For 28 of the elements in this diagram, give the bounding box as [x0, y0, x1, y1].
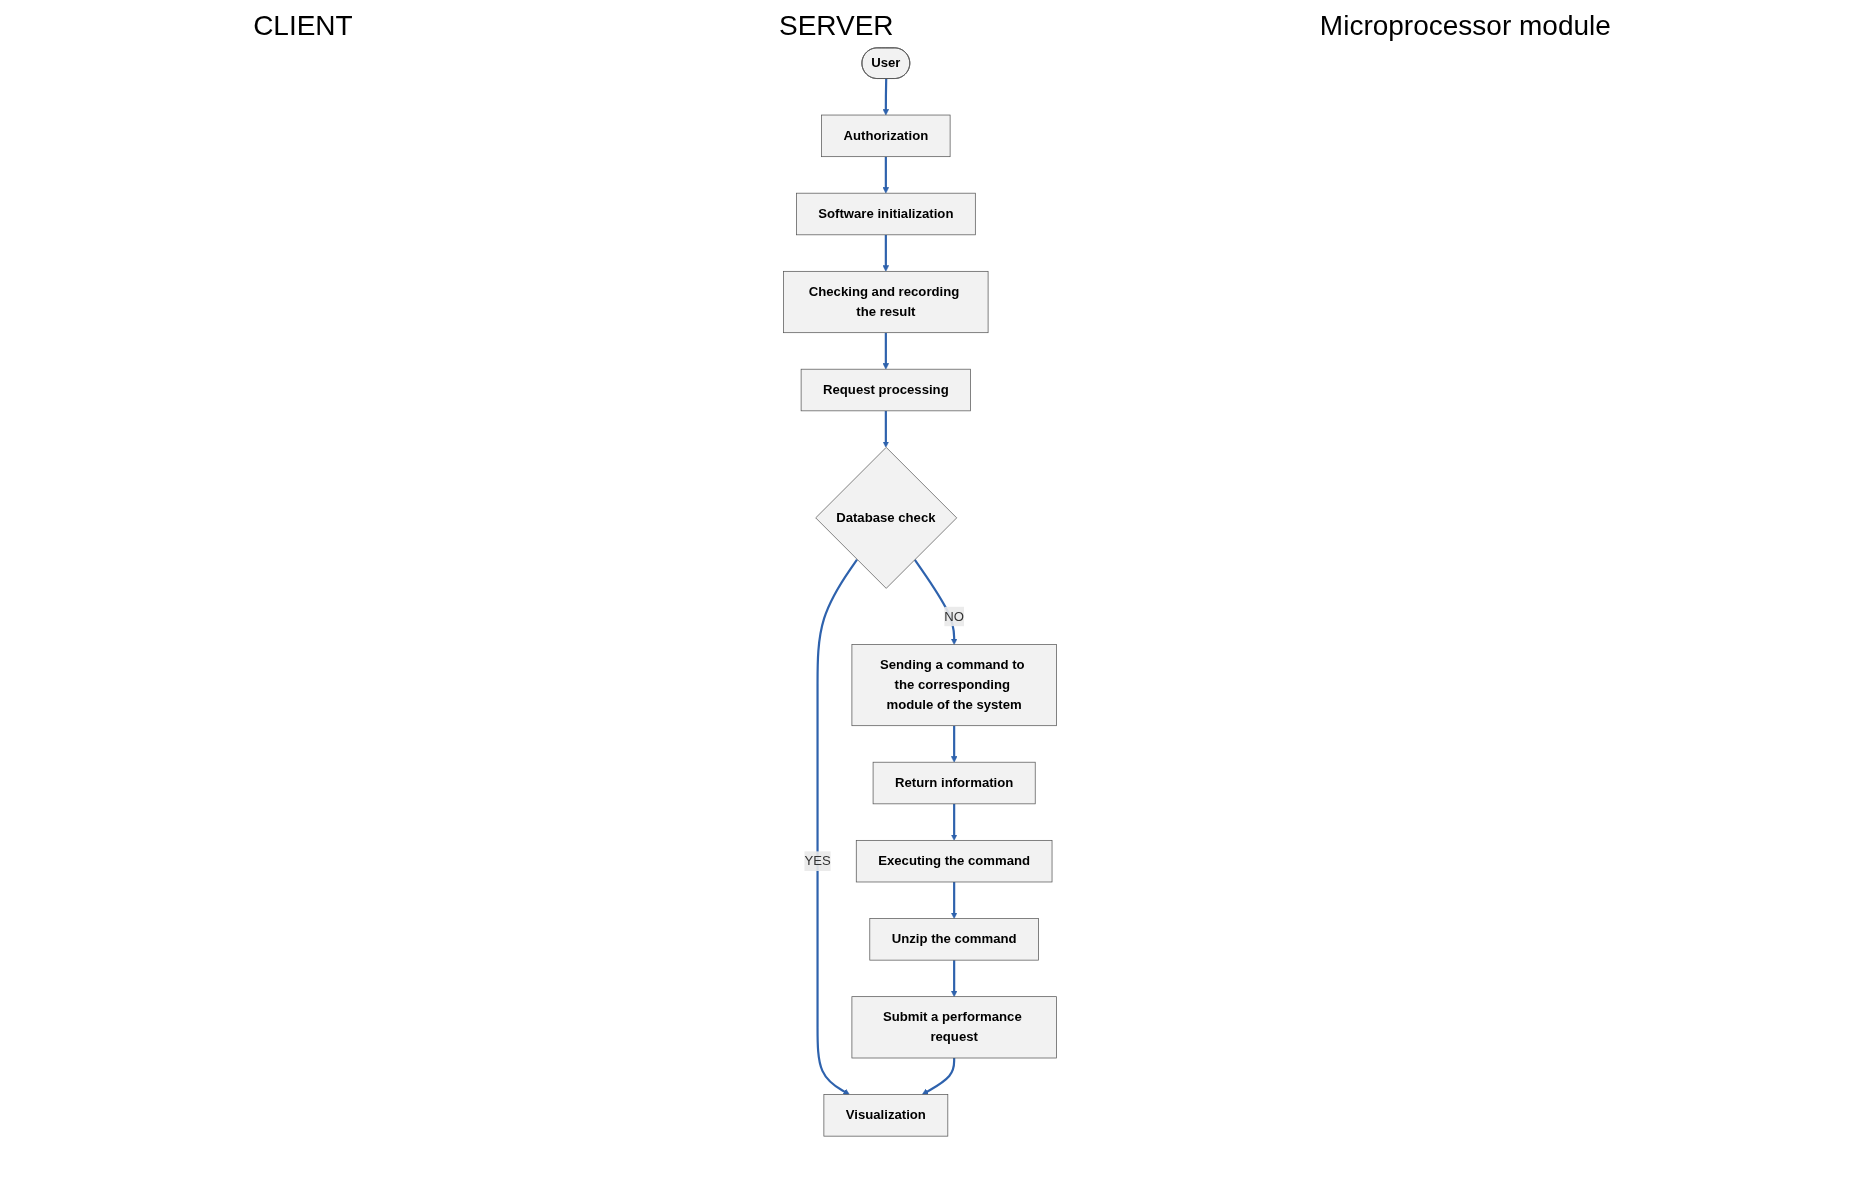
node-box: Checking and recording the result	[783, 270, 989, 334]
arrow	[882, 410, 890, 448]
arrow	[882, 332, 890, 370]
node-box: Executing the command	[855, 840, 1053, 883]
arrow	[950, 725, 958, 763]
node-box: Authorization	[821, 114, 951, 158]
arrow	[921, 1058, 956, 1095]
arrow	[816, 558, 858, 1095]
node-box: Unzip the command	[869, 918, 1039, 961]
column-heading: Microprocessor module	[1319, 10, 1611, 42]
node-box: Sending a command to the corresponding module of the system	[851, 644, 1057, 727]
arrow	[950, 882, 958, 919]
column-heading: SERVER	[778, 10, 894, 42]
column-heading: CLIENT	[253, 10, 353, 42]
arrow	[950, 803, 958, 841]
edge-label: YES	[804, 853, 831, 869]
node-box: Return information	[872, 761, 1036, 805]
node-box: Submit a performance request	[851, 996, 1057, 1059]
edge-label: NO	[944, 608, 965, 624]
arrow	[882, 78, 890, 116]
node-box: Software initialization	[796, 192, 976, 236]
arrow	[882, 234, 890, 272]
node-diamond: Database check	[815, 447, 958, 589]
node-box: Visualization	[823, 1094, 949, 1137]
arrow	[950, 960, 958, 997]
arrow	[882, 156, 890, 194]
arrow	[913, 558, 958, 645]
node-box: Request processing	[800, 368, 971, 412]
